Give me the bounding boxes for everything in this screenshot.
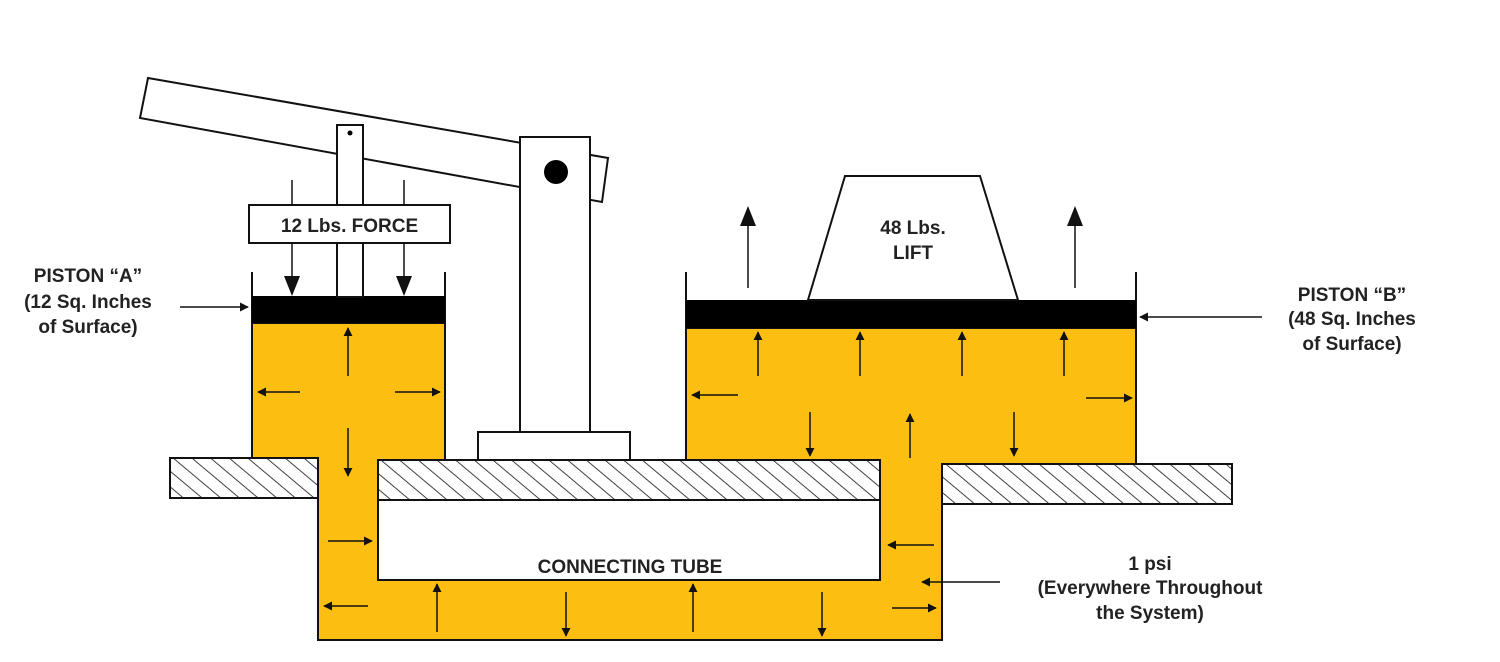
piston-b-label-line2: (48 Sq. Inches: [1288, 309, 1416, 330]
callout-pointers: [180, 302, 1262, 587]
connecting-tube: [377, 499, 881, 581]
base-right-slab: [941, 463, 1233, 505]
piston-a: [252, 296, 445, 323]
lift-arrows: [740, 206, 1083, 288]
psi-label-line3: the System): [1096, 603, 1204, 624]
fulcrum-base: [477, 431, 631, 461]
psi-label-line2: (Everywhere Throughout: [1038, 578, 1264, 599]
pivot-pin-icon: [544, 160, 568, 184]
connecting-tube-label: CONNECTING TUBE: [538, 557, 723, 578]
lever-arm: [138, 76, 610, 204]
lift-label-line1: 48 Lbs.: [880, 218, 945, 239]
pressure-arrows: [257, 327, 1133, 637]
psi-label-line1: 1 psi: [1128, 554, 1171, 575]
load-weight: [806, 175, 1020, 301]
piston-a-label-line2: (12 Sq. Inches: [24, 292, 152, 313]
rod-pin-icon: [347, 130, 353, 136]
piston-b-label-line1: PISTON “B”: [1298, 285, 1406, 306]
piston-b-label-line3: of Surface): [1302, 334, 1401, 355]
lift-label-line2: LIFT: [893, 243, 933, 264]
base-left-slab: [169, 457, 319, 499]
piston-a-label-line3: of Surface): [38, 317, 137, 338]
force-label: 12 Lbs. FORCE: [281, 216, 418, 237]
piston-b: [686, 300, 1136, 328]
base-middle-slab: [377, 459, 881, 501]
force-label-box: [248, 204, 451, 244]
piston-a-label-line1: PISTON “A”: [34, 266, 142, 287]
fulcrum-post: [519, 136, 591, 433]
